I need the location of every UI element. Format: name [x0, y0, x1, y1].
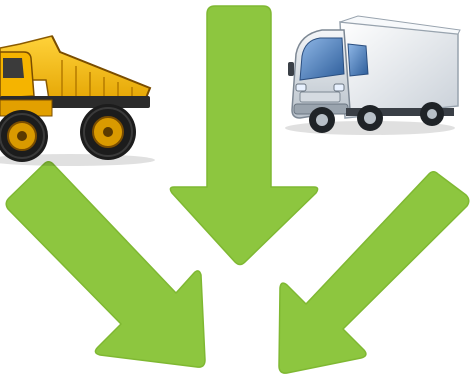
box-truck-icon: [285, 16, 460, 135]
dump-truck-icon: [0, 36, 155, 166]
center-down-arrow-icon: [170, 6, 317, 265]
